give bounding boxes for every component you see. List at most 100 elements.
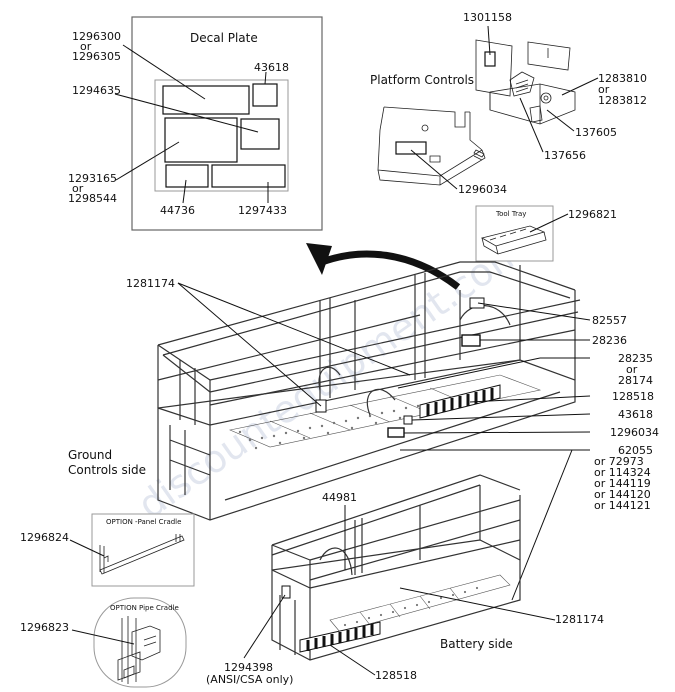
curved-arrow (306, 243, 461, 290)
decal-box-43618 (403, 415, 413, 425)
label-128518: 128518 (375, 669, 417, 682)
leader-82557 (477, 302, 591, 321)
pipe-cradle-title: OPTION Pipe Cradle (110, 604, 179, 612)
label-137656: 137656 (544, 149, 586, 162)
leader-1293165 (115, 141, 180, 181)
decal-box-28236 (461, 334, 481, 347)
leader-1294635 (114, 93, 259, 133)
leader-1296823 (71, 629, 135, 645)
leader-1281174 (177, 282, 322, 407)
leader-137656 (519, 97, 544, 153)
leader-1296034 (403, 431, 591, 434)
ground-side-label: Ground (68, 448, 112, 462)
leader-128518 (329, 644, 376, 676)
label-or: or (598, 83, 610, 96)
decal-1293165 (164, 117, 238, 163)
decal-plate-title: Decal Plate (190, 31, 258, 45)
leader-137605 (546, 109, 575, 132)
leader-1296034 (410, 149, 458, 190)
label-1283810: 1283810 (598, 72, 647, 85)
label-alt-part: or 144121 (594, 499, 651, 512)
label-1296824: 1296824 (20, 531, 69, 544)
label-82557: 82557 (592, 314, 627, 327)
label-alt-part: or 144120 (594, 488, 651, 501)
ground-side-label: Controls side (68, 463, 146, 477)
platform-controls-box (377, 106, 486, 186)
decal-plate-inset: Decal Plate 1296300 or 1296305 43618 129… (68, 16, 323, 231)
battery-side-label: Battery side (440, 637, 513, 651)
label-1296034: 1296034 (458, 183, 507, 196)
leader-44736 (182, 179, 187, 204)
battery-toe-board (299, 621, 381, 653)
label-1297433: 1297433 (238, 204, 287, 217)
label-1283812: 1283812 (598, 94, 647, 107)
label-1294635: 1294635 (72, 84, 121, 97)
leader-1294398 (243, 594, 286, 659)
decal-box-82557 (469, 297, 485, 309)
label-1293165: 1293165 (68, 172, 117, 185)
label-1296823: 1296823 (20, 621, 69, 634)
label-alt-part: or 72973 (594, 455, 644, 468)
leader-1281174 (177, 282, 411, 376)
label-43618: 43618 (254, 61, 289, 74)
label-28235: 28235 (618, 352, 653, 365)
leader-1296824 (69, 539, 105, 557)
label-44981: 44981 (322, 491, 357, 504)
label-ansi-csa: (ANSI/CSA only) (206, 673, 293, 686)
platform-controls-group: Platform Controls (370, 11, 647, 196)
leader-1283810 (561, 77, 599, 96)
leader-1296300 (122, 44, 206, 100)
label-62055: 62055 (618, 444, 653, 457)
panel-cradle-title: OPTION -Panel Cradle (106, 518, 181, 526)
tool-tray-title: Tool Tray (495, 210, 526, 218)
battery-platform: 44981 1281174 1294398 (ANSI/CSA only) 12… (206, 474, 604, 686)
label-43618: 43618 (618, 408, 653, 421)
tool-tray-shape (480, 225, 547, 255)
leader-128518 (469, 395, 591, 403)
tool-tray-inset: Tool Tray 1296821 (475, 205, 617, 262)
battery-floor-mesh (329, 574, 511, 633)
battery-floor-dots (343, 586, 479, 627)
platform-controls-title: Platform Controls (370, 73, 474, 87)
leader-62055 (511, 449, 573, 601)
leader-43618 (264, 71, 267, 85)
leader-1281174 (399, 587, 556, 621)
decal-1296300 (162, 85, 250, 115)
label-1298544: 1298544 (68, 192, 117, 205)
decal-box-1294398 (281, 585, 291, 599)
label-or: or (72, 182, 84, 195)
leader-28235 (397, 357, 541, 389)
decal-1294635 (240, 118, 280, 150)
label-137605: 137605 (575, 126, 617, 139)
main-platform: 1281174 82557 28236 28235 or 28174 12851… (68, 261, 659, 601)
panel-cradle-frame (91, 513, 195, 587)
panel-cradle-shape (99, 534, 185, 575)
label-alt-part: or 114324 (594, 466, 651, 479)
label-1294398: 1294398 (224, 661, 273, 674)
label-128518: 128518 (612, 390, 654, 403)
label-alt-part: or 144119 (594, 477, 651, 490)
label-1296305: 1296305 (72, 50, 121, 63)
decal-43618 (252, 83, 278, 107)
label-1281174: 1281174 (126, 277, 175, 290)
label-or: or (626, 363, 638, 376)
pipe-cradle-inset: OPTION Pipe Cradle 1296823 (20, 597, 187, 688)
pipe-cradle-shape (117, 616, 161, 684)
label-44736: 44736 (160, 204, 195, 217)
label-1296034: 1296034 (610, 426, 659, 439)
decal-1297433 (211, 164, 286, 188)
pipe-cradle-frame (93, 597, 187, 688)
toe-board (419, 384, 501, 419)
leader-43618 (411, 413, 591, 421)
leader-1296821 (529, 213, 569, 233)
label-1301158: 1301158 (463, 11, 512, 24)
label-or: or (80, 40, 92, 53)
label-28174: 28174 (618, 374, 653, 387)
panel-cradle-inset: OPTION -Panel Cradle 1296824 (20, 513, 195, 587)
label-1296300: 1296300 (72, 30, 121, 43)
label-1281174: 1281174 (555, 613, 604, 626)
leader-1301158 (487, 25, 491, 56)
label-1296821: 1296821 (568, 208, 617, 221)
decal-44736 (165, 164, 209, 188)
